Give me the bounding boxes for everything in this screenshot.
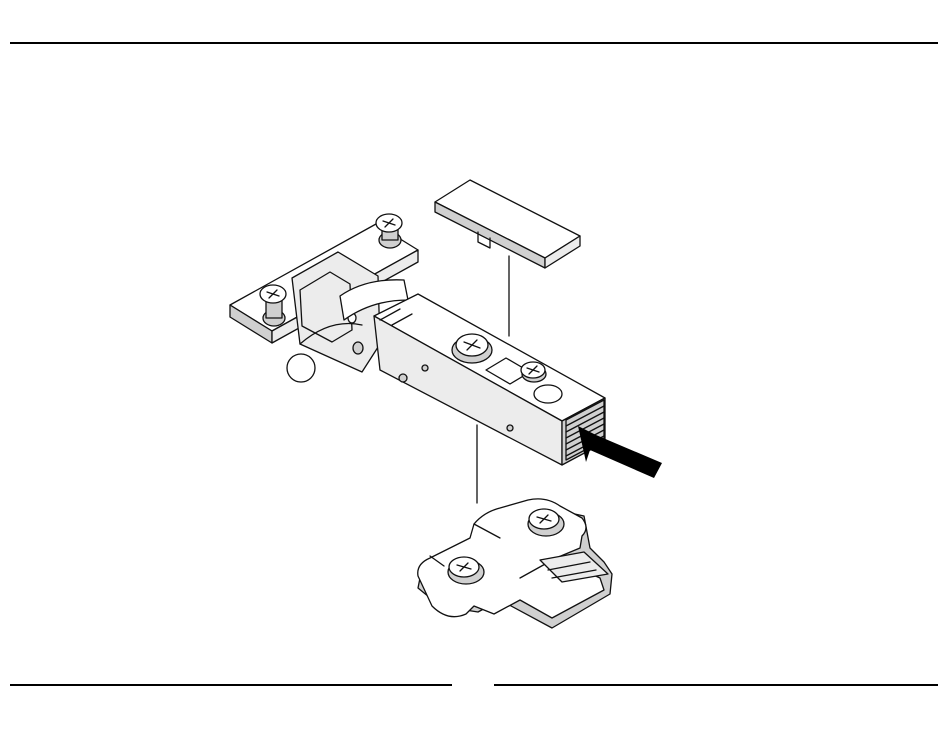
hinge-arm: [374, 294, 605, 465]
cover-cap: [435, 180, 580, 268]
push-arrow-icon: [578, 426, 662, 478]
mounting-plate: [418, 499, 612, 628]
callout-circle: [287, 354, 315, 382]
